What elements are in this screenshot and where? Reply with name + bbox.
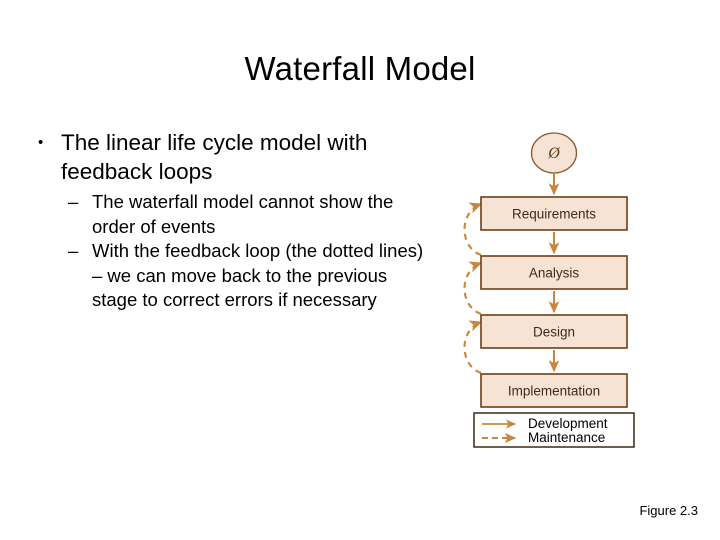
page-title: Waterfall Model <box>244 50 476 87</box>
sub-bullet-list: – The waterfall model cannot show the or… <box>30 190 430 313</box>
bullet-item: • The linear life cycle model with feedb… <box>30 128 430 186</box>
waterfall-diagram: Ø Requirements Analysis Design <box>440 120 700 470</box>
waterfall-diagram-svg: Ø Requirements Analysis Design <box>463 132 635 448</box>
dash-marker-icon: – <box>68 191 79 212</box>
feedback-arc-analysis-to-requirements <box>463 202 483 256</box>
body-content: • The linear life cycle model with feedb… <box>30 128 430 313</box>
stage-label: Implementation <box>508 384 600 399</box>
legend-label: Development <box>528 416 608 431</box>
dash-marker-icon: – <box>68 240 79 261</box>
stage-box-rect <box>480 373 628 408</box>
stage-box-rect <box>480 255 628 290</box>
empty-set-symbol: Ø <box>547 145 561 162</box>
stage-box-implementation[interactable]: Implementation <box>480 373 628 408</box>
stage-box-design[interactable]: Design <box>480 314 628 349</box>
feedback-arc-design-to-analysis <box>463 261 483 315</box>
feedback-arc-implementation-to-design <box>463 320 483 374</box>
stage-box-analysis[interactable]: Analysis <box>480 255 628 290</box>
stage-box-rect <box>480 196 628 231</box>
sub-bullet-text: With the feedback loop (the dotted lines… <box>92 240 424 310</box>
legend-entry-development: Development <box>482 416 608 431</box>
stage-box-requirements[interactable]: Requirements <box>480 196 628 231</box>
stage-box-rect <box>480 314 628 349</box>
bullet-text: The linear life cycle model with feedbac… <box>61 130 368 184</box>
legend-entry-maintenance: Maintenance <box>482 430 605 445</box>
diagram-legend: Development Maintenance <box>473 412 635 448</box>
diagram-start-node: Ø <box>530 132 578 174</box>
stage-label: Requirements <box>512 207 596 222</box>
sub-bullet-text: The waterfall model cannot show the orde… <box>92 191 394 237</box>
sub-bullet-item: – The waterfall model cannot show the or… <box>68 190 430 239</box>
stage-label: Design <box>533 325 575 340</box>
legend-box <box>473 412 635 448</box>
stage-label: Analysis <box>529 266 580 281</box>
bullet-marker-icon: • <box>38 134 44 151</box>
sub-bullet-item: – With the feedback loop (the dotted lin… <box>68 239 430 313</box>
figure-caption: Figure 2.3 <box>639 503 698 518</box>
legend-label: Maintenance <box>528 430 605 445</box>
